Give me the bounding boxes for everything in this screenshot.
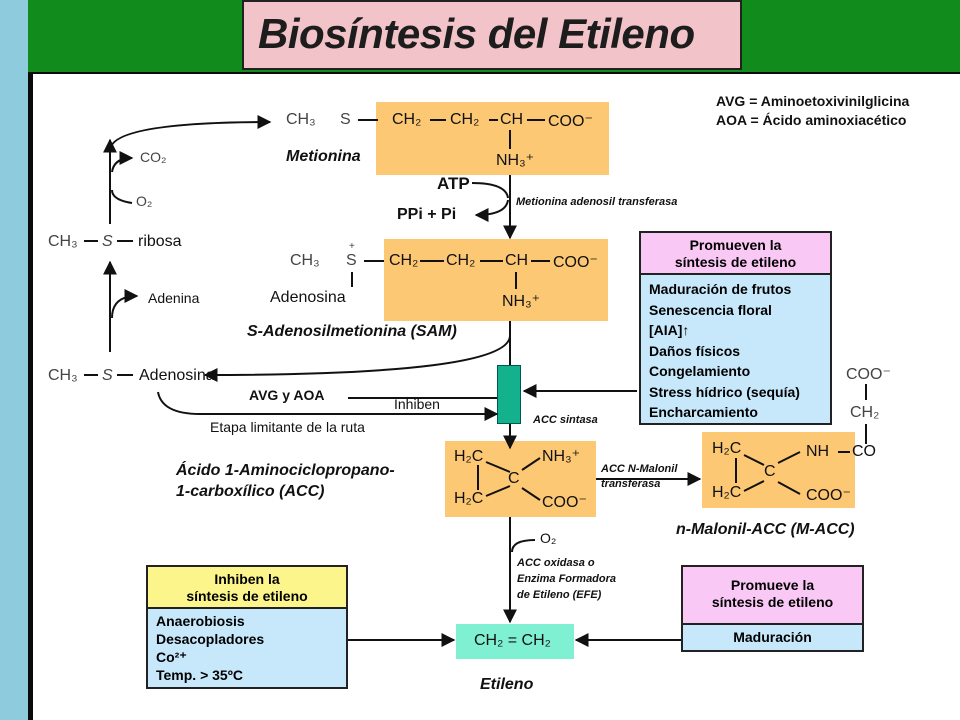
promote-panel: Promueven la síntesis de etileno Madurac… (639, 231, 832, 425)
met-ch2-b: CH₂ (450, 111, 480, 128)
acc-name-line2: 1-carboxílico (ACC) (176, 483, 325, 500)
oxidase-o2: O₂ (540, 530, 557, 546)
inhiben-label: Inhiben (394, 396, 440, 412)
inhibit-item: Anaerobiosis (156, 613, 245, 629)
atp-label: ATP (437, 174, 470, 193)
inhibit-panel-head: Inhiben la síntesis de etileno (148, 567, 346, 609)
promote-panel-body: Maduración de frutos Senescencia floral … (641, 275, 830, 423)
met-ch: CH (500, 111, 524, 128)
macc-box (702, 432, 855, 508)
macc-coo: COO⁻ (806, 487, 851, 504)
promote2-panel: Promueve la síntesis de etileno Maduraci… (681, 565, 864, 652)
macc-c: C (764, 463, 776, 480)
promote-item: Stress hídrico (sequía) (649, 383, 800, 400)
abbrev-aoa: AOA = Ácido aminoxiacético (716, 112, 907, 128)
macc-h2c-bottom: H₂C (712, 484, 742, 501)
ppi-label: PPi + Pi (397, 206, 457, 223)
mta-s: S (102, 367, 113, 384)
avg-aoa-label: AVG y AOA (249, 387, 325, 403)
inhibit-head-line2: síntesis de etileno (186, 588, 308, 604)
sam-ch: CH (505, 252, 529, 269)
macc-side-ch2: CH₂ (850, 404, 880, 421)
etapa-limitante-label: Etapa limitante de la ruta (210, 419, 365, 435)
sam-coo: COO⁻ (553, 254, 598, 271)
inhibit-head-line1: Inhiben la (214, 571, 280, 587)
promote-item: Maduración de frutos (649, 281, 792, 297)
promote2-panel-body: Maduración (683, 625, 862, 650)
sam-ch3: CH₃ (290, 252, 320, 269)
promote2-panel-head: Promueve la síntesis de etileno (683, 567, 862, 625)
promote-item: Congelamiento (649, 363, 751, 379)
acc-synthase-marker (497, 365, 521, 424)
ethylene-box (456, 624, 574, 659)
acc-oxidase-line3: de Etileno (EFE) (517, 589, 602, 601)
sam-adenosina: Adenosina (270, 289, 346, 306)
promote-panel-head: Promueven la síntesis de etileno (641, 233, 830, 275)
acc-coo: COO⁻ (542, 494, 587, 511)
ribosa-ch3: CH₃ (48, 233, 78, 250)
promote-item: [AIA]↑ (649, 322, 690, 338)
promote2-head-line1: Promueve la (730, 577, 815, 593)
promote2-head-line2: síntesis de etileno (711, 594, 834, 610)
promote-head-line2: síntesis de etileno (674, 254, 797, 270)
inhibit-item: Temp. > 35ºC (156, 667, 243, 683)
page-title: Biosíntesis del Etileno (258, 10, 695, 57)
adenina-label: Adenina (148, 290, 200, 306)
ribosa-label: ribosa (138, 233, 182, 250)
ribosa-s: S (102, 233, 113, 250)
met-nh3: NH₃⁺ (496, 152, 535, 169)
met-ch2-a: CH₂ (392, 111, 422, 128)
sam-box (384, 239, 608, 321)
sam-ch2-a: CH₂ (389, 252, 419, 269)
inhibit-panel: Inhiben la síntesis de etileno Anaerobio… (146, 565, 348, 689)
sam-ch2-b: CH₂ (446, 252, 476, 269)
met-ch3: CH₃ (286, 111, 316, 128)
met-s: S (340, 111, 351, 128)
mta-adenosina: Adenosina (139, 367, 215, 384)
acc-h2c-bottom: H₂C (454, 490, 484, 507)
acc-name-line1: Ácido 1-Aminociclopropano- (176, 462, 395, 479)
acc-nh3: NH₃⁺ (542, 448, 581, 465)
promote-head-line1: Promueven la (689, 237, 782, 253)
cycle-co2: CO₂ (140, 149, 167, 165)
sam-plus: + (349, 241, 355, 252)
malonil-transferase-line1: ACC N-Malonil (601, 463, 678, 475)
acc-h2c-top: H₂C (454, 448, 484, 465)
met-adenosyl-transferase-label: Metionina adenosil transferasa (516, 196, 678, 208)
promote-item: Senescencia floral (649, 301, 772, 318)
sam-label: S-Adenosilmetionina (SAM) (247, 323, 457, 340)
title-box: Biosíntesis del Etileno (242, 0, 742, 70)
promote-item: Encharcamiento (649, 404, 758, 420)
macc-co: CO (852, 443, 876, 460)
promote-item: Daños físicos (649, 342, 741, 359)
methionine-box (376, 102, 609, 175)
acc-c: C (508, 470, 520, 487)
methionine-label: Metionina (286, 148, 361, 165)
inhibit-item: Desacopladores (156, 631, 265, 647)
acc-box (445, 441, 596, 517)
left-side-bar (0, 0, 28, 720)
promote2-item: Maduración (733, 629, 812, 645)
macc-side-coo: COO⁻ (846, 366, 891, 383)
malonil-transferase-line2: transferasa (601, 478, 661, 490)
macc-h2c-top: H₂C (712, 440, 742, 457)
macc-label: n-Malonil-ACC (M-ACC) (676, 521, 855, 538)
met-coo: COO⁻ (548, 113, 593, 130)
sam-nh3: NH₃⁺ (502, 293, 541, 310)
acc-oxidase-line2: Enzima Formadora (517, 573, 617, 585)
cycle-o2: O₂ (136, 193, 153, 209)
inhibit-panel-body: Anaerobiosis Desacopladores Co²⁺ Temp. >… (148, 609, 346, 687)
mta-ch3: CH₃ (48, 367, 78, 384)
abbrev-avg: AVG = Aminoetoxivinilglicina (716, 93, 910, 109)
acc-sintasa-label: ACC sintasa (533, 414, 598, 426)
inhibit-item: Co²⁺ (156, 649, 187, 665)
acc-oxidase-line1: ACC oxidasa o (517, 557, 595, 569)
ethylene-label: Etileno (480, 676, 534, 693)
sam-s: S (346, 252, 357, 269)
macc-nh: NH (806, 443, 830, 460)
ethylene-formula: CH₂ = CH₂ (474, 632, 551, 649)
